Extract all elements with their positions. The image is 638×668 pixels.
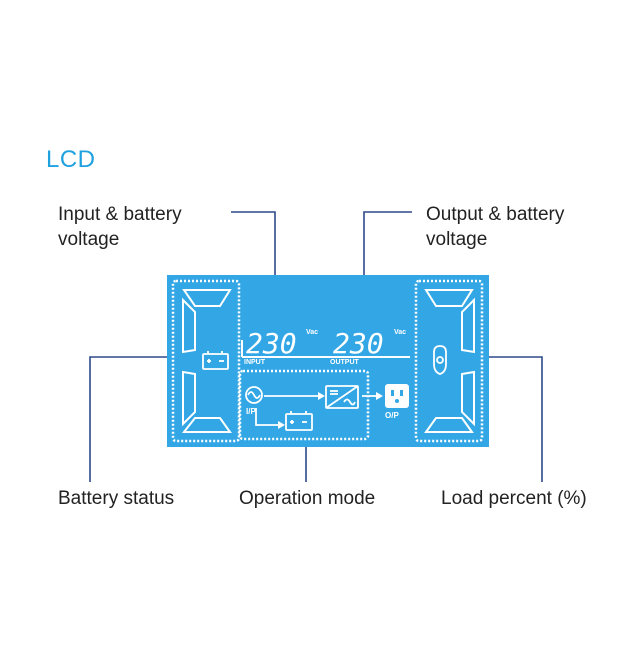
arrow-icon <box>362 392 383 400</box>
battery-icon <box>202 351 229 370</box>
ip-label: I/P <box>246 407 256 416</box>
inverter-icon <box>325 385 359 409</box>
battery-icon <box>285 411 313 431</box>
leader-load <box>482 356 543 482</box>
callout-input-battery-voltage: Input & battery voltage <box>58 202 182 252</box>
output-label: OUTPUT <box>330 359 360 366</box>
battery-status-segment <box>171 279 241 443</box>
outlet-icon <box>385 384 409 408</box>
ac-wave-icon <box>245 386 263 404</box>
lcd-panel <box>167 275 489 447</box>
callout-input-line2: voltage <box>58 229 120 250</box>
callout-output-line1: Output & battery <box>426 204 565 225</box>
op-label: O/P <box>385 411 399 420</box>
load-percent-segment <box>414 279 484 443</box>
input-label: INPUT <box>244 359 266 366</box>
arrow-icon <box>255 392 325 429</box>
callout-input-line1: Input & battery <box>58 204 182 225</box>
callout-load-percent: Load percent (%) <box>441 488 587 509</box>
input-voltage-unit: Vac <box>306 329 318 336</box>
leader-battery <box>89 356 176 482</box>
input-voltage-value: 230 <box>246 327 297 360</box>
output-voltage-unit: Vac <box>394 329 406 336</box>
lcd-heading: LCD <box>46 146 96 173</box>
operation-mode-frame <box>238 369 370 441</box>
output-voltage-value: 230 <box>333 327 384 360</box>
callout-output-battery-voltage: Output & battery voltage <box>426 202 564 252</box>
callout-output-line2: voltage <box>426 229 488 250</box>
callout-battery-status: Battery status <box>58 488 175 509</box>
load-icon <box>433 345 447 375</box>
callout-operation-mode: Operation mode <box>239 488 376 509</box>
